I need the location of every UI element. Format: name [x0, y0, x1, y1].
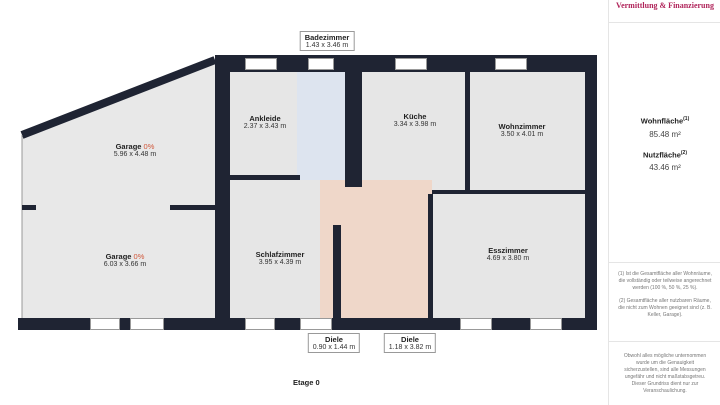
nutzflaeche-label: Nutzfläche: [642, 150, 681, 159]
note-1: (1) Ist die Gesamtfläche aller Wohnräume…: [618, 271, 712, 291]
schlafzimmer-floor: [230, 180, 333, 318]
window: [300, 318, 332, 330]
room-label-garage-1: Garage 0%5.96 x 4.48 m: [113, 142, 157, 158]
nutzflaeche-value: 43.46 m²: [649, 163, 681, 172]
garage-roof-wall: [20, 56, 217, 139]
window: [245, 318, 275, 330]
wall: [215, 55, 230, 330]
brand-section: Vermittlung & Finanzierung: [609, 0, 720, 23]
badezimmer-floor: [297, 72, 345, 182]
info-panel: Vermittlung & Finanzierung Wohnfläche(1)…: [608, 0, 720, 405]
ankleide-floor: [230, 72, 297, 175]
note-2: (2) Gesamtfläche aller nutzbaren Räume, …: [618, 298, 712, 318]
window: [395, 58, 427, 70]
wall: [333, 225, 341, 318]
wall: [585, 55, 597, 330]
wall: [432, 190, 585, 194]
wall: [230, 175, 300, 180]
kueche-floor: [362, 72, 465, 192]
wohnzimmer-floor: [470, 72, 585, 192]
garage-floor: [22, 62, 232, 328]
window: [308, 58, 334, 70]
plan-walls: [20, 56, 232, 328]
esszimmer-floor: [432, 192, 585, 318]
area-summary: Wohnfläche(1) 85.48 m² Nutzfläche(2) 43.…: [609, 110, 720, 260]
disclaimer-section: Obwohl alles mögliche unternommen wurde …: [609, 345, 720, 405]
floor-label: Etage 0: [293, 378, 320, 387]
floor-plan: Garage 0%5.96 x 4.48 m Garage 0%6.03 x 3…: [18, 31, 597, 387]
wohnflaeche-value: 85.48 m²: [649, 129, 681, 139]
window: [90, 318, 120, 330]
window: [245, 58, 277, 70]
window: [495, 58, 527, 70]
window: [460, 318, 492, 330]
disclaimer: Obwohl alles mögliche unternommen wurde …: [623, 353, 707, 394]
wall: [465, 72, 470, 192]
window: [530, 318, 562, 330]
room-label-garage-2: Garage 0%6.03 x 3.66 m: [103, 252, 147, 268]
wall: [22, 205, 36, 210]
nutzflaeche-footnote: (2): [680, 149, 688, 156]
wohnflaeche-footnote: (1): [683, 116, 690, 122]
window: [130, 318, 164, 330]
wall: [428, 194, 433, 318]
brand-text: Vermittlung & Finanzierung: [616, 1, 714, 10]
wall: [170, 205, 215, 210]
wohnflaeche-label: Wohnfläche: [640, 116, 684, 126]
notes-section: (1) Ist die Gesamtfläche aller Wohnräume…: [609, 262, 720, 342]
wall: [345, 72, 362, 187]
